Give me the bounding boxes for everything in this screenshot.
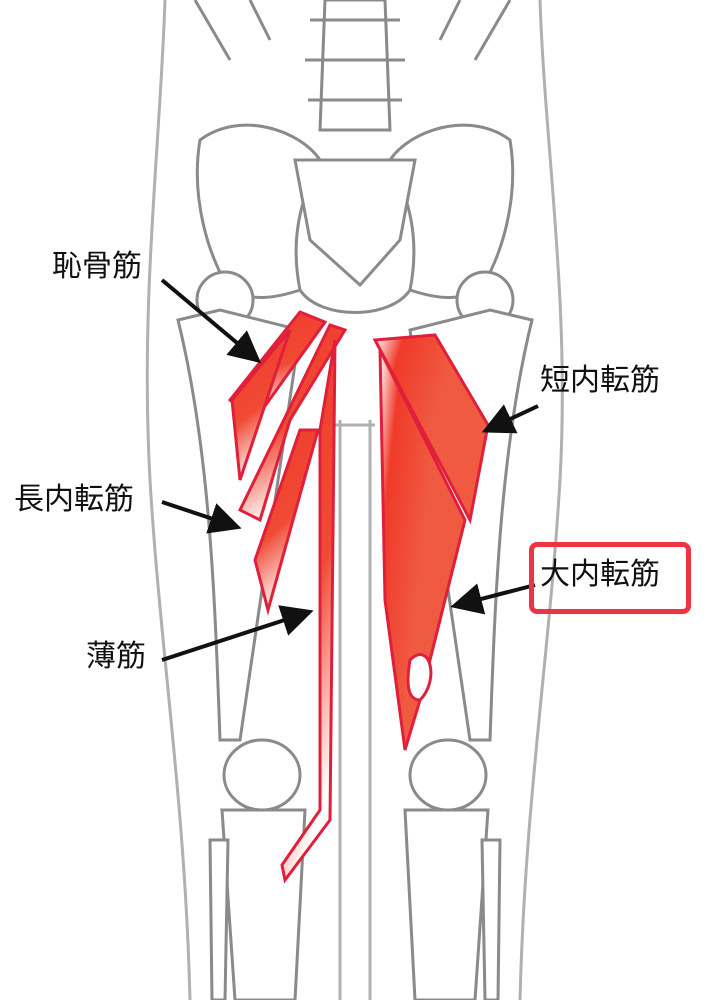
adductor-brevis-arrow [481,404,539,434]
gracilis-arrow [161,605,314,662]
muscles [227,310,490,884]
adductor-magnus-arrow [450,583,536,615]
adductor-magnus-left [253,428,320,616]
pectineus-arrow [160,278,262,364]
label-adductor-brevis: 短内転筋 [540,363,660,398]
adductor-longus-arrow [161,500,242,534]
adductor-magnus-muscle [378,349,467,751]
skeleton [176,0,534,1000]
adductor-longus-muscle [238,323,348,523]
label-adductor-magnus: 大内転筋 [540,557,660,592]
adductor-brevis-left [230,329,292,481]
highlight-box [529,542,691,614]
arrows [160,278,539,662]
label-pectineus: 恥骨筋 [52,249,142,284]
body-outline [145,0,564,1000]
label-gracilis: 薄筋 [86,639,146,674]
label-adductor-longus: 長内転筋 [14,482,134,517]
gracilis-muscle [280,339,337,884]
